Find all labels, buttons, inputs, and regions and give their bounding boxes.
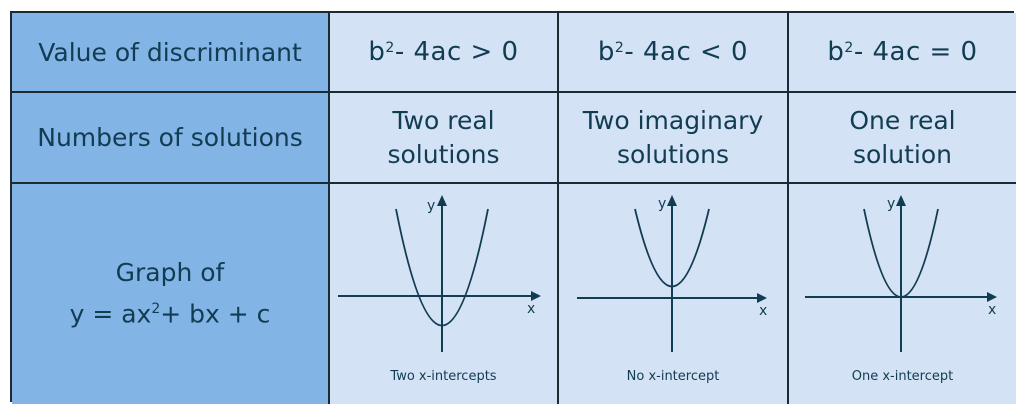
solutions-two-imaginary-line1: Two imaginary	[582, 105, 764, 135]
solutions-two-real-line2: solutions	[387, 139, 500, 169]
graph-eq-pre: y = ax	[69, 299, 152, 329]
formula-zero-base: b	[827, 37, 845, 67]
row-header-discriminant: Value of discriminant	[12, 13, 330, 93]
formula-negative-base: b	[597, 37, 615, 67]
graph-one-intercept: x y One x-intercept	[789, 184, 1016, 404]
y-axis-label: y	[427, 198, 435, 214]
caption-two-intercepts: Two x-intercepts	[390, 369, 497, 384]
solutions-one-real-line2: solution	[852, 139, 952, 169]
solutions-two-real: Two real solutions	[330, 93, 559, 184]
row-header-solutions: Numbers of solutions	[12, 93, 330, 184]
graph-no-intercept: x y No x-intercept	[559, 184, 789, 404]
solutions-two-imaginary-line2: solutions	[616, 139, 730, 169]
formula-zero-rest: - 4ac = 0	[853, 37, 978, 67]
graph-two-intercepts: x y Two x-intercepts	[330, 184, 559, 404]
y-axis-label: y	[658, 196, 666, 212]
row-header-graph-line1: Graph of	[115, 258, 225, 288]
graph-eq-post: + bx + c	[160, 299, 271, 329]
parabola-two-intercepts-graph: x y	[338, 195, 541, 352]
formula-negative-rest: - 4ac < 0	[624, 37, 749, 67]
x-axis-label: x	[527, 301, 535, 317]
solutions-one-real: One real solution	[789, 93, 1016, 184]
formula-negative-exp: 2	[614, 40, 625, 56]
formula-positive-base: b	[368, 37, 386, 67]
parabola-no-intercept-graph: x y	[577, 195, 767, 352]
row-header-discriminant-text: Value of discriminant	[38, 37, 302, 67]
formula-positive-exp: 2	[385, 40, 395, 56]
row-header-graph: Graph of y = ax2+ bx + c	[12, 184, 330, 404]
row-header-graph-line2: y = ax2+ bx + c	[70, 291, 271, 332]
solutions-one-real-line1: One real	[849, 105, 956, 135]
caption-one-intercept: One x-intercept	[851, 369, 954, 384]
row-header-solutions-text: Numbers of solutions	[37, 123, 303, 152]
solutions-two-real-line1: Two real	[392, 105, 495, 135]
x-axis-label: x	[988, 302, 996, 318]
solutions-two-imaginary: Two imaginary solutions	[559, 93, 789, 184]
formula-positive-rest: - 4ac > 0	[394, 37, 519, 67]
parabola-one-intercept-graph: x y	[805, 195, 997, 352]
formula-zero-exp: 2	[844, 40, 854, 56]
y-axis-label: y	[887, 196, 895, 212]
caption-no-intercept: No x-intercept	[626, 369, 720, 384]
x-axis-label: x	[759, 303, 767, 319]
graph-eq-exp: 2	[151, 301, 161, 318]
